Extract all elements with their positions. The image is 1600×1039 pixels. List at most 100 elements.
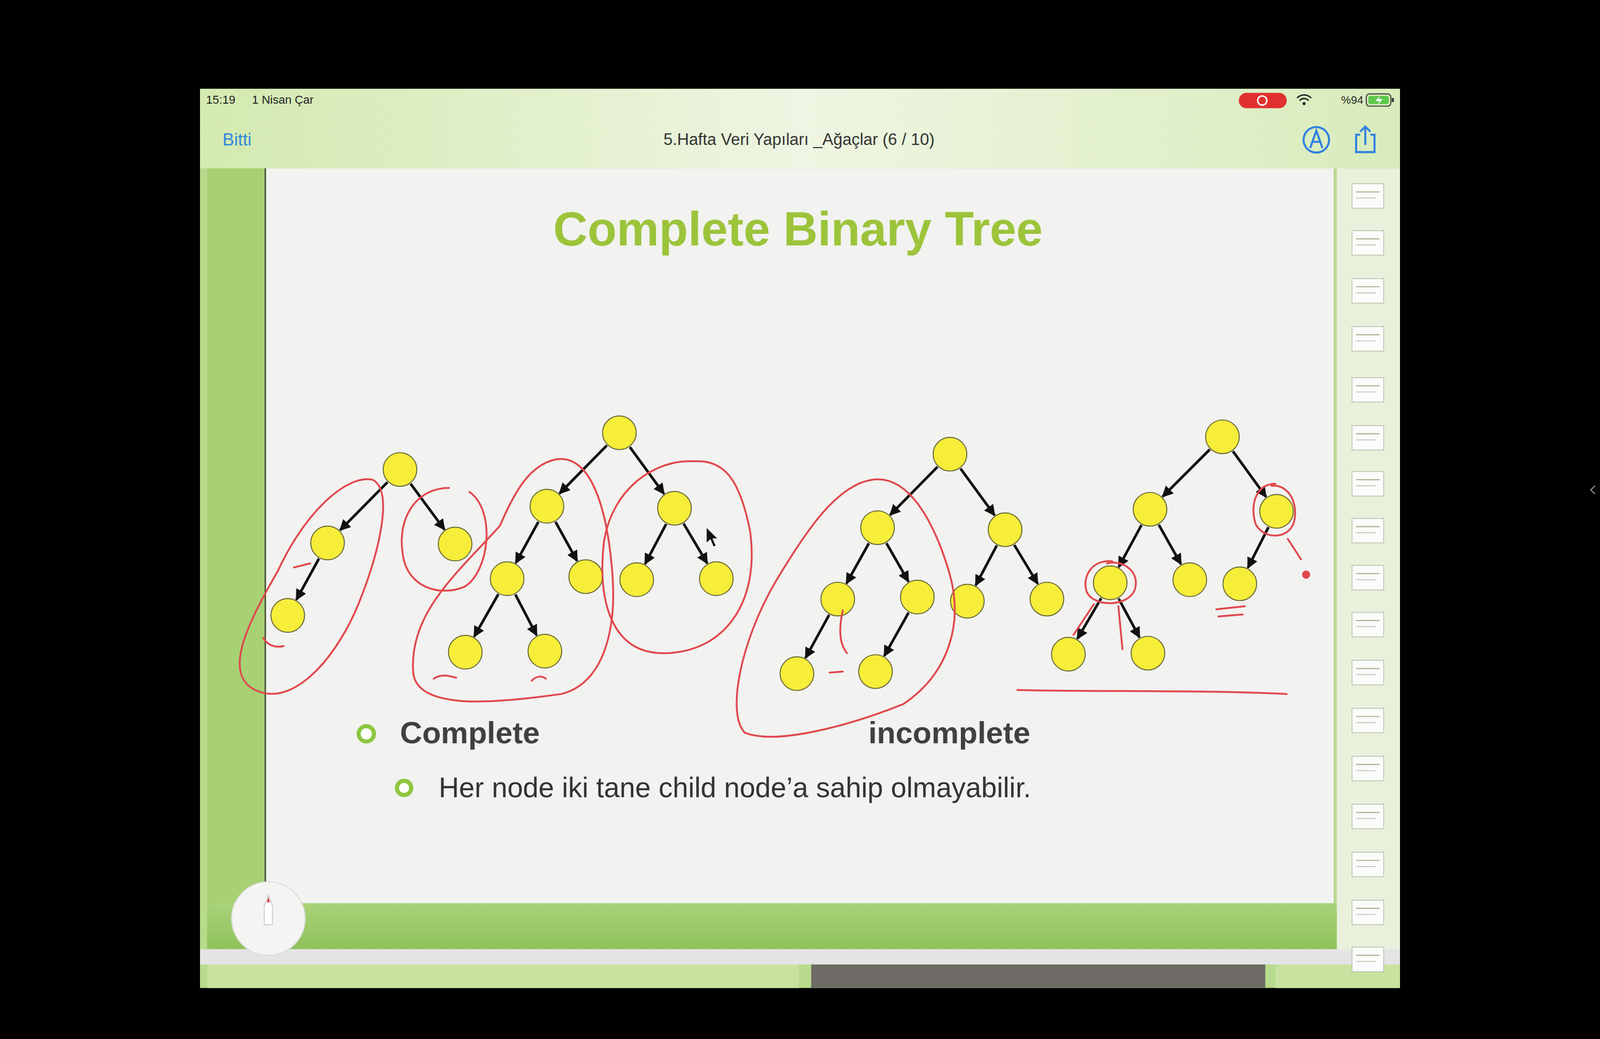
slide-thumbnail [1351,183,1384,208]
tree-node [270,598,305,633]
slide-thumbnail [1351,278,1384,304]
slide-thumbnail [1351,425,1384,451]
moon-icon [1318,94,1327,106]
tree-arrow [886,543,909,583]
slide-thumbnail-line [1356,292,1376,294]
slide-thumbnail-line [1356,626,1376,628]
tree-node [620,562,654,597]
tree-node [779,656,814,691]
slide-thumbnail-line [1356,244,1376,246]
pencil-tip [266,897,270,903]
slide-thumbnail-line [1356,907,1380,909]
tree-node [1222,567,1257,602]
red-annotation [1253,483,1296,536]
tree-arrow [975,545,997,586]
slide-thumbnail-line [1356,479,1380,481]
slide-thumbnail-line [1356,866,1376,868]
tree-arrow [1077,598,1102,640]
tree-arrow [515,594,537,636]
tree-node [1205,420,1240,454]
tree-arrow [1014,544,1038,584]
tree-arrow [960,468,995,516]
red-annotation [531,676,547,681]
tree-node [530,489,565,524]
device-screen [200,88,1400,989]
tree-node [1131,636,1166,671]
slide-thumbnail [1351,471,1384,496]
slide-thumbnail [1351,565,1384,590]
bullet-text: Her node iki tane child node’a sahip olm… [438,771,1032,805]
slide-thumbnail [1351,900,1384,925]
slide-thumbnail-line [1356,770,1376,772]
record-indicator [1238,93,1287,109]
mouse-cursor [706,526,719,548]
tree-arrow [630,447,665,494]
share-icon [1356,126,1375,152]
top-bar [200,88,1400,169]
tree-node [933,437,968,472]
tree-node [448,635,483,670]
charging-bolt [1375,95,1384,105]
tree-node [1259,494,1294,529]
left-strip [207,168,266,950]
pencil-button [231,882,306,956]
record-indicator-ring [1257,95,1267,105]
slide-thumbnail-line [1356,197,1376,199]
slide-thumbnail-line [1356,385,1380,387]
slide-border [264,168,267,904]
tree-arrow [683,523,708,564]
slide-thumbnail [1351,377,1384,403]
tree-arrow [515,522,539,564]
slide-thumbnail [1351,708,1384,733]
tree-node [568,559,603,594]
tree-arrow [1118,598,1140,638]
slide-thumbnail-line [1356,334,1380,336]
tree-arrow [1162,449,1210,497]
red-annotation [829,671,843,673]
red-annotation [840,610,848,654]
tree-arrow [884,612,909,657]
slide-thumbnail-line [1356,674,1376,676]
bullet-heading: Complete [400,715,540,751]
slide-thumbnail-line [1356,620,1380,622]
wifi-icon-dot [1302,102,1306,106]
slide-thumbnail-line [1356,812,1380,814]
tree-arrow [889,467,938,516]
slide-thumbnail [1351,804,1384,829]
red-annotation [1073,604,1123,650]
markup-icon [1303,126,1330,153]
slide-thumbnail-line [1356,191,1380,193]
red-annotation [736,479,955,738]
tree-arrow [1118,524,1142,568]
slide-thumbnail-line [1356,764,1380,766]
slide-thumbnail-line [1356,485,1376,487]
slide-thumbnail [1351,756,1384,781]
tree-node [1133,492,1168,527]
slide-thumbnail-line [1356,439,1376,441]
tree-arrow [805,614,830,659]
slide-thumbnail-line [1356,914,1376,916]
status-time: 15:19 [206,93,236,107]
tree-node [988,512,1023,547]
status-date: 1 Nisan Çar [251,93,314,107]
slide-thumbnail-line [1356,340,1376,342]
thumbnail-strip [1336,168,1400,950]
slide-thumbnail [1351,518,1384,543]
red-annotation [239,479,384,695]
tree-node [1173,562,1207,597]
slide-thumbnail-line [1356,668,1380,670]
red-annotation [1017,689,1287,695]
tree-node [657,491,692,526]
bottom-bar [200,949,1400,965]
slide-title: Complete Binary Tree [552,202,1043,258]
document-title: 5.Hafta Veri Yapıları _Ağaçlar (6 / 10) [663,130,935,150]
battery-tip [1392,97,1395,103]
slide-thumbnail [1351,326,1384,351]
slide-thumbnail [1351,230,1384,256]
slide-area [265,168,1334,904]
tree-arrow [1158,524,1181,565]
tree-node [860,511,895,545]
slide-thumbnail-line [1356,715,1380,717]
pencil-icon [264,895,273,925]
